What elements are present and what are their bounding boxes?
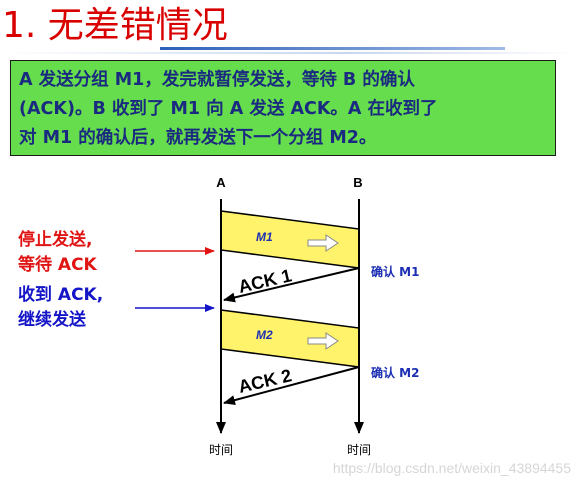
page-title: 1. 无差错情况 bbox=[2, 5, 228, 46]
description-line-1: A 发送分组 M1，发完就暂停发送，等待 B 的确认 bbox=[19, 70, 415, 90]
frame-m1 bbox=[220, 210, 360, 269]
frame-m2 bbox=[220, 309, 360, 368]
description-line-3: 对 M1 的确认后，就再发送下一个分组 M2。 bbox=[19, 128, 377, 148]
node-b-label: B bbox=[353, 175, 362, 190]
annotation-stop-line-1: 停止发送, bbox=[18, 229, 92, 250]
description-box: A 发送分组 M1，发完就暂停发送，等待 B 的确认 (ACK)。B 收到了 M… bbox=[10, 60, 556, 156]
time-label-b: 时间 bbox=[347, 443, 371, 457]
ack1-label: ACK 1 bbox=[236, 265, 293, 297]
time-label-a: 时间 bbox=[209, 443, 233, 457]
frame-m1-arrow-icon bbox=[307, 234, 339, 252]
description-line-2: (ACK)。B 收到了 M1 向 A 发送 ACK。A 在收到了 bbox=[19, 99, 438, 119]
annotation-resume-line-2: 继续发送 bbox=[18, 309, 87, 330]
ack2-arrow bbox=[223, 366, 360, 405]
frame-m2-arrow-icon bbox=[307, 332, 339, 350]
watermark: https://blog.csdn.net/weixin_43894455 bbox=[332, 460, 571, 476]
node-a-label: A bbox=[216, 175, 226, 190]
frame-m1-label: M1 bbox=[256, 230, 273, 244]
title-underline bbox=[160, 47, 505, 50]
annotation-stop-line-2: 等待 ACK bbox=[18, 254, 98, 275]
confirm-m1-label: 确认 M1 bbox=[371, 264, 419, 279]
ack1-arrow bbox=[223, 267, 360, 303]
title-divider bbox=[0, 52, 579, 54]
frame-m2-label: M2 bbox=[256, 328, 273, 342]
annotation-resume-line-1: 收到 ACK, bbox=[18, 284, 103, 305]
confirm-m2-label: 确认 M2 bbox=[371, 365, 419, 380]
